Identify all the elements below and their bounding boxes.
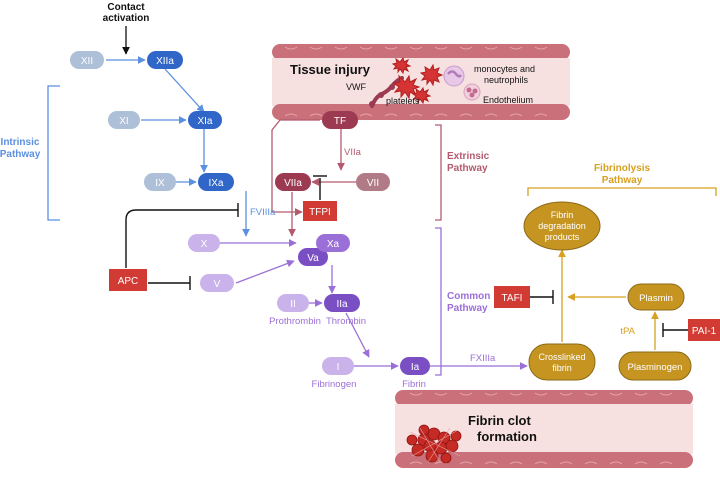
common-bracket [435, 227, 442, 376]
node-plasminogen-label: Plasminogen [628, 362, 683, 373]
node-ii-label: II [290, 299, 296, 310]
node-crosslinked-line2: fibrin [552, 363, 572, 373]
inhibitor-pai1: PAI-1 [688, 319, 720, 341]
inhibit-apc-ixa [125, 209, 238, 268]
inhibitor-pai1-label: PAI-1 [692, 326, 717, 337]
node-i: I [322, 357, 354, 375]
node-vii: VII [356, 173, 390, 191]
viia-edge-label: VIIa [344, 147, 362, 158]
node-ia-label: Ia [411, 362, 420, 373]
fibrinolysis-bracket [527, 187, 717, 196]
extrinsic-pathway-line1: Extrinsic [447, 151, 490, 162]
contact-activation-line2: activation [103, 13, 150, 24]
clot-icon [406, 424, 462, 464]
node-xiia-label: XIIa [156, 56, 174, 67]
intrinsic-bracket [47, 85, 60, 221]
node-fdp: Fibrin degradation products [523, 201, 601, 251]
node-ix-label: IX [155, 178, 165, 189]
inhibitor-apc-label: APC [118, 276, 139, 287]
node-xi-label: XI [119, 116, 128, 127]
extrinsic-bracket [435, 124, 442, 221]
intrinsic-pathway-line1: Intrinsic [1, 137, 40, 148]
node-crosslinked-fibrin: Crosslinked fibrin [528, 343, 596, 381]
node-tf: TF [322, 111, 358, 129]
inhibitor-tfpi-label: TFPI [309, 207, 331, 218]
node-xia: XIa [188, 111, 222, 129]
fibrin-label: Fibrin [402, 379, 426, 390]
fibrin-clot-vessel [395, 390, 693, 468]
edge-v-va [235, 259, 295, 284]
inhibitor-tfpi: TFPI [303, 201, 337, 221]
edge-tf-xa [271, 119, 320, 216]
node-xiia: XIIa [147, 51, 183, 69]
node-x-label: X [201, 239, 208, 250]
node-iia: IIa [324, 294, 360, 312]
node-viia-label: VIIa [284, 178, 302, 189]
intrinsic-pathway-line2: Pathway [0, 149, 41, 160]
node-vii-label: VII [367, 178, 379, 189]
common-pathway-line1: Common [447, 291, 490, 302]
inhibitor-tafi: TAFI [494, 286, 530, 308]
fibrin-clot-label-line1: Fibrin clot [468, 413, 532, 428]
monocytes-label-line2: neutrophils [484, 75, 529, 85]
fibrinolysis-pathway-line2: Pathway [602, 175, 643, 186]
platelets-label: platelets [386, 96, 420, 106]
inhibitor-tafi-label: TAFI [502, 293, 523, 304]
node-v-label: V [214, 279, 221, 290]
node-ixa-label: IXa [208, 178, 223, 189]
node-va: Va [298, 248, 328, 266]
node-i-label: I [337, 362, 340, 373]
node-xa: Xa [316, 234, 350, 252]
node-ixa: IXa [198, 173, 234, 191]
node-v: V [200, 274, 234, 292]
node-plasminogen: Plasminogen [618, 351, 692, 381]
tissue-injury-vessel [272, 44, 570, 120]
vwf-label: VWF [346, 82, 366, 92]
node-fdp-line3: products [545, 232, 580, 242]
node-ii: II [277, 294, 309, 312]
prothrombin-label: Prothrombin [269, 316, 321, 327]
node-xii: XII [70, 51, 104, 69]
node-plasmin-label: Plasmin [639, 293, 673, 304]
tissue-injury-label: Tissue injury [290, 62, 371, 77]
fibrinogen-label: Fibrinogen [312, 379, 357, 390]
node-viia: VIIa [275, 173, 311, 191]
contact-activation-line1: Contact [107, 2, 145, 13]
edge-xiia-xia [164, 68, 205, 113]
node-va-label: Va [307, 253, 319, 264]
node-xa-label: Xa [327, 239, 340, 250]
node-xi: XI [108, 111, 140, 129]
extrinsic-pathway-line2: Pathway [447, 163, 488, 174]
tpa-label: tPA [620, 326, 635, 337]
node-iia-label: IIa [336, 299, 348, 310]
endothelium-label: Endothelium [483, 95, 533, 105]
node-plasmin: Plasmin [627, 283, 685, 311]
node-x: X [188, 234, 220, 252]
fibrin-clot-label-line2: formation [477, 429, 537, 444]
monocytes-icon [443, 65, 481, 101]
node-ix: IX [144, 173, 176, 191]
fibrinolysis-pathway-line1: Fibrinolysis [594, 163, 651, 174]
node-fdp-line2: degradation [538, 221, 586, 231]
fxiiia-label: FXIIIa [470, 353, 496, 364]
thrombin-label: Thrombin [326, 316, 366, 327]
node-fdp-line1: Fibrin [551, 210, 574, 220]
node-crosslinked-line1: Crosslinked [538, 352, 585, 362]
node-xia-label: XIa [197, 116, 212, 127]
node-xii-label: XII [81, 56, 93, 67]
platelets-icon [391, 56, 444, 105]
node-ia: Ia [400, 357, 430, 375]
vwf-strand [370, 76, 404, 108]
common-pathway-line2: Pathway [447, 303, 488, 314]
monocytes-label-line1: monocytes and [474, 64, 535, 74]
edge-iia-ia [345, 312, 370, 358]
fviiia-label: FVIIIa [250, 207, 276, 218]
inhibitor-apc: APC [109, 269, 147, 291]
node-tf-label: TF [334, 116, 346, 127]
